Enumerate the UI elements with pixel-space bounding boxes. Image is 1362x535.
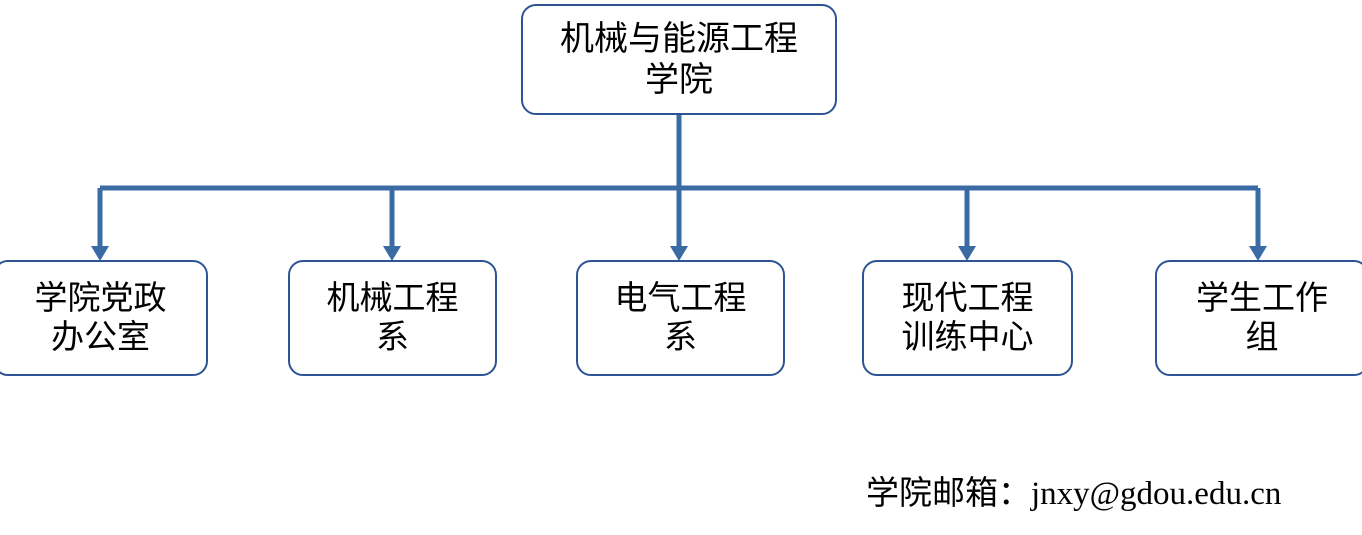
node-child-4-label: 学生工作 组 <box>1196 278 1328 356</box>
node-electrical-engineering-department[interactable]: 电气工程 系 <box>576 260 785 376</box>
college-email-line: 学院邮箱：jnxy@gdou.edu.cn <box>866 466 1281 514</box>
node-child-1-label: 机械工程 系 <box>326 278 459 356</box>
node-root[interactable]: 机械与能源工程 学院 <box>521 4 837 115</box>
node-modern-engineering-training-center[interactable]: 现代工程 训练中心 <box>862 260 1073 376</box>
arrowhead-2 <box>670 246 688 261</box>
college-email-label: 学院邮箱： <box>866 473 1031 512</box>
node-child-3-label: 现代工程 训练中心 <box>901 278 1034 356</box>
arrowhead-0 <box>91 246 109 261</box>
node-student-affairs-group[interactable]: 学生工作 组 <box>1155 260 1362 376</box>
node-root-label: 机械与能源工程 学院 <box>560 19 798 100</box>
college-email-address[interactable]: jnxy@gdou.edu.cn <box>1031 476 1282 512</box>
node-child-2-label: 电气工程 系 <box>614 278 747 356</box>
arrowhead-4 <box>1249 246 1267 261</box>
node-college-party-admin-office[interactable]: 学院党政 办公室 <box>0 260 208 376</box>
node-mechanical-engineering-department[interactable]: 机械工程 系 <box>288 260 497 376</box>
arrowhead-1 <box>383 246 401 261</box>
arrowhead-3 <box>958 246 976 261</box>
node-child-0-label: 学院党政 办公室 <box>34 278 167 356</box>
